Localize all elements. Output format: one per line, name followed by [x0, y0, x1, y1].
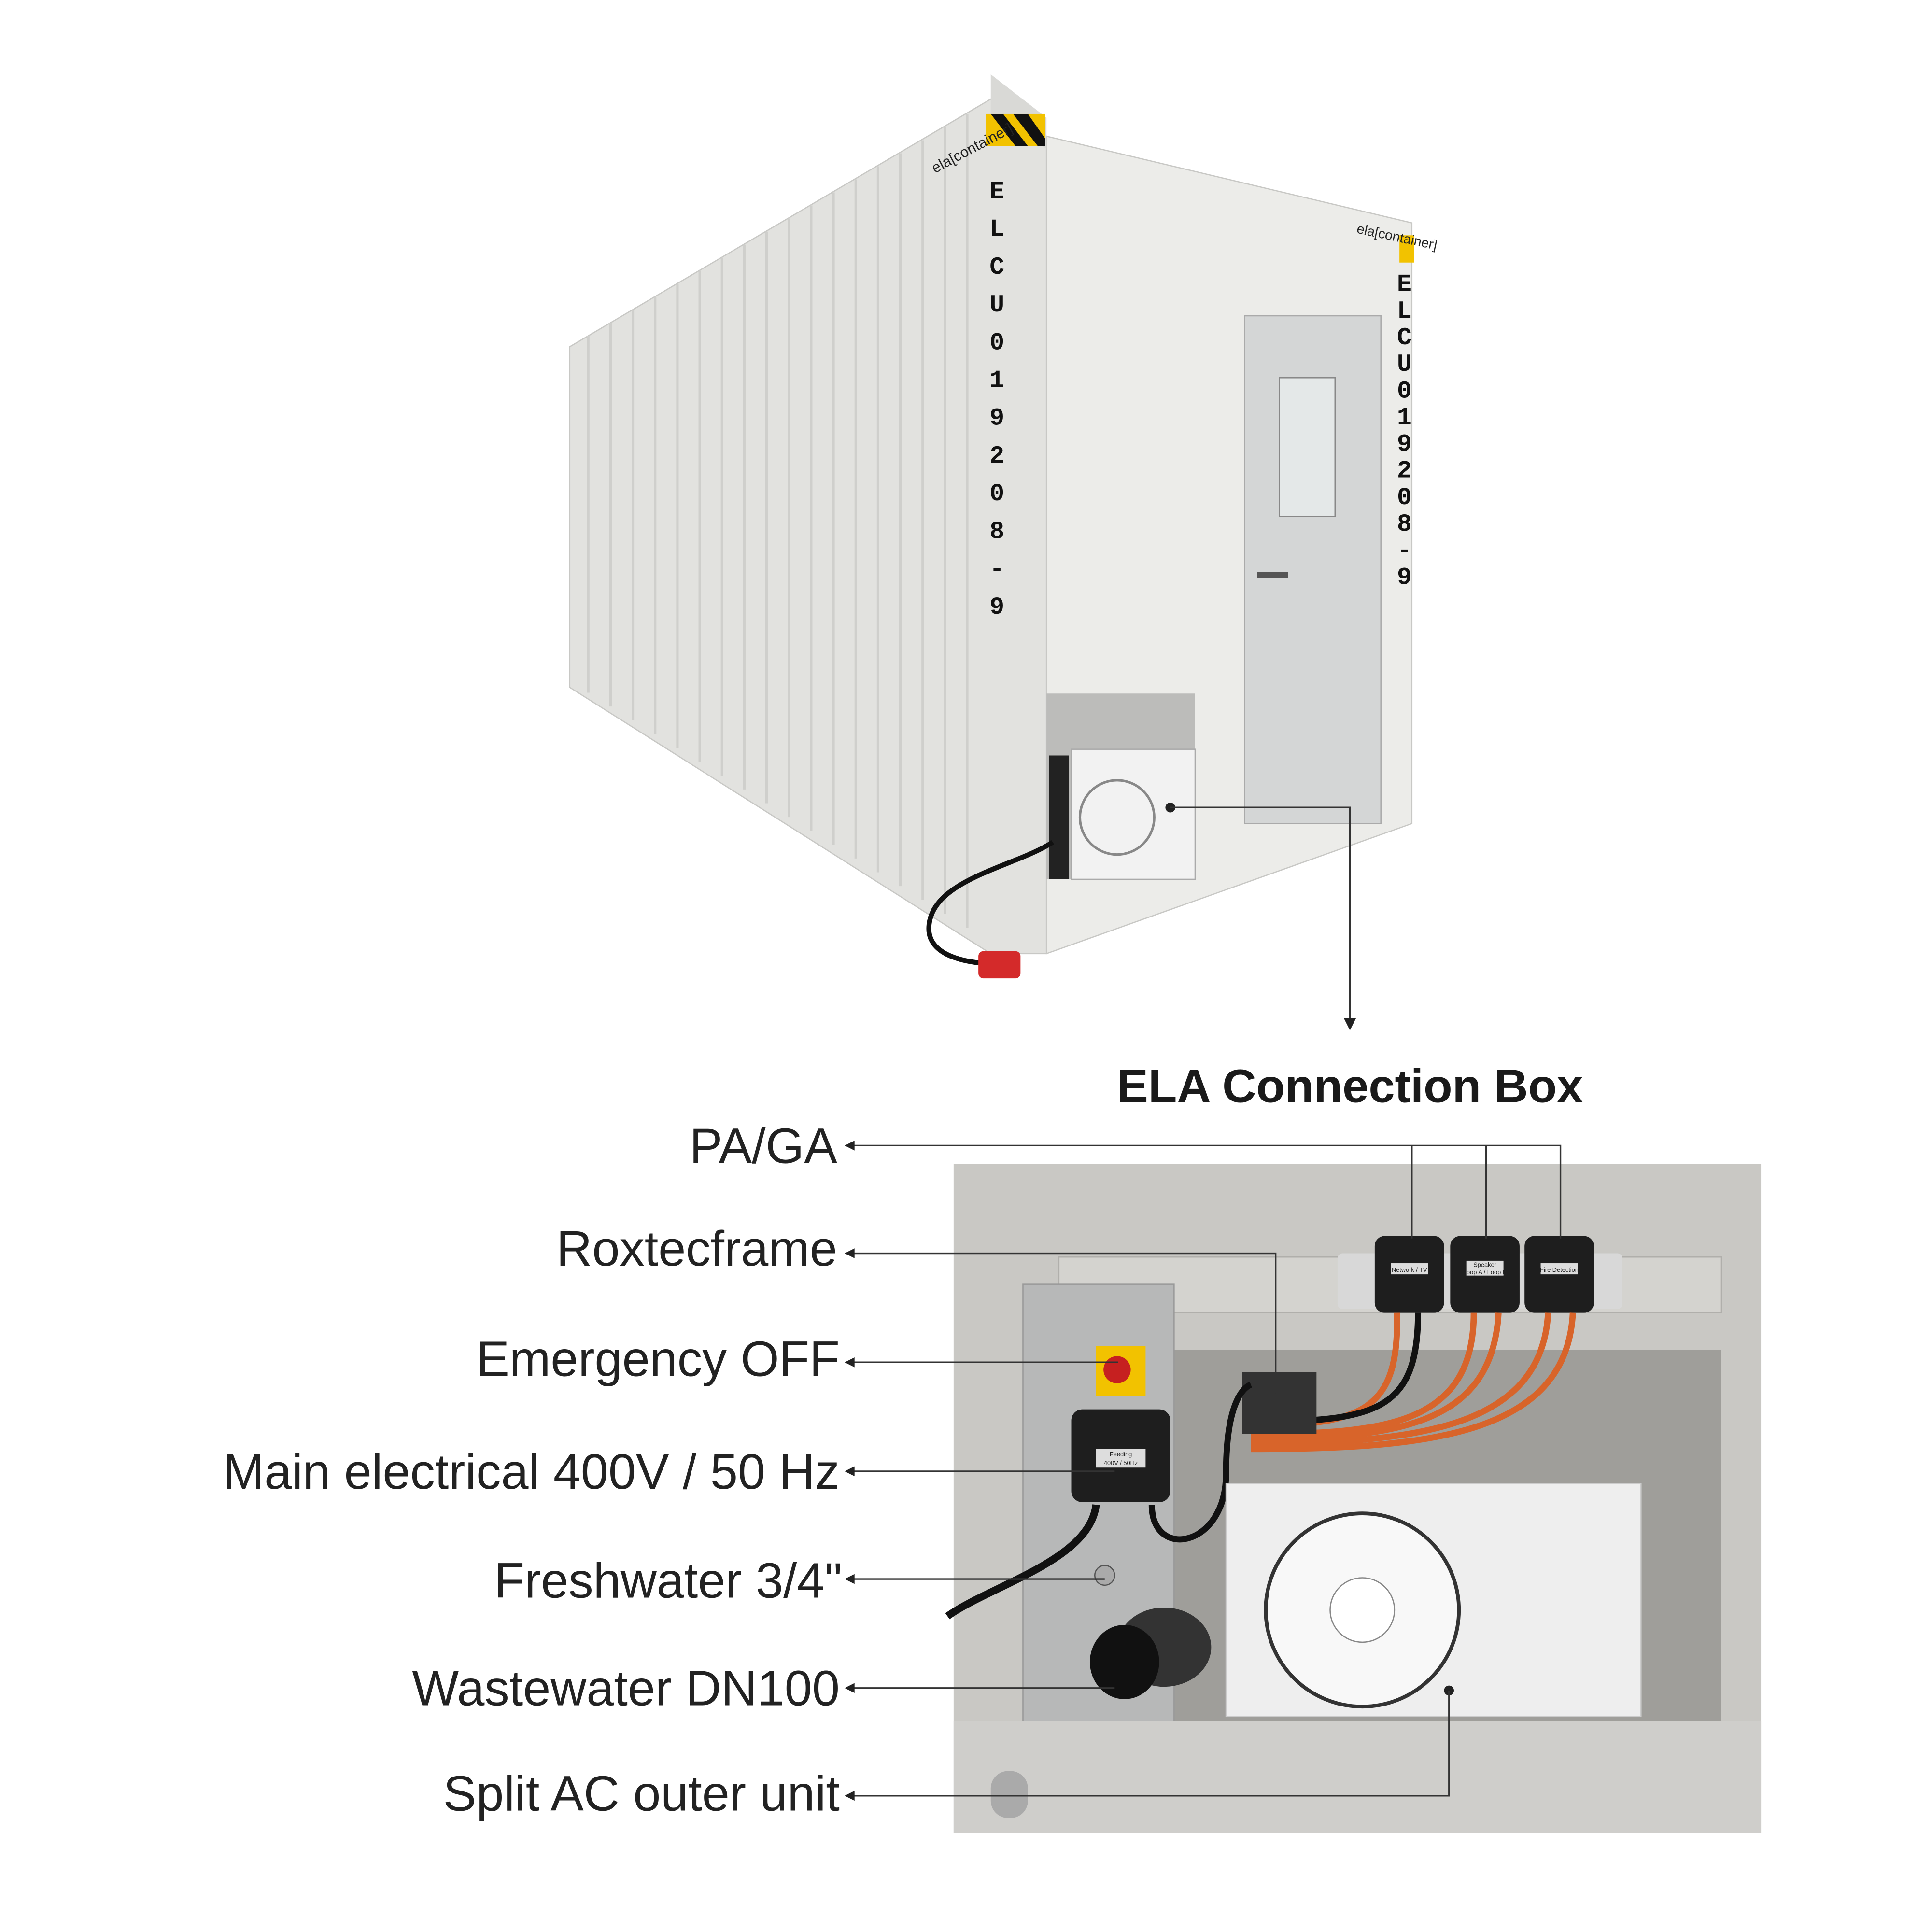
id-code-char-front: L	[1397, 297, 1412, 325]
id-code-char: 0	[989, 480, 1004, 508]
svg-text:Loop A / Loop B: Loop A / Loop B	[1463, 1269, 1507, 1276]
callout-split-ac: Split AC outer unit	[443, 1766, 840, 1821]
svg-text:Speaker: Speaker	[1473, 1261, 1496, 1269]
callouts: PA/GA Roxtecframe Emergency OFF Main ele…	[223, 1118, 1562, 1821]
section-title: ELA Connection Box	[1117, 1060, 1583, 1113]
door-handle	[1257, 572, 1288, 578]
id-code-char-front: E	[1397, 271, 1412, 299]
arrowhead	[845, 1791, 855, 1801]
id-code-char-front: 2	[1397, 457, 1412, 485]
id-code-char: 1	[989, 367, 1004, 395]
id-code-char: 8	[989, 518, 1004, 546]
freshwater-connection	[1094, 1565, 1115, 1586]
id-code-char: U	[989, 291, 1004, 319]
power-cable	[926, 840, 1054, 966]
id-code-char-front: 0	[1397, 377, 1412, 405]
id-code-char-front: C	[1397, 324, 1412, 352]
callout-pa-ga: PA/GA	[690, 1118, 838, 1173]
fire-detection-connector: Fire Detection	[1524, 1236, 1594, 1313]
callout-emergency-off: Emergency OFF	[476, 1331, 839, 1386]
callout-main-electrical: Main electrical 400V / 50 Hz	[223, 1444, 840, 1499]
door-window	[1279, 377, 1336, 517]
id-code-char: 9	[989, 593, 1004, 621]
callout-wastewater: Wastewater DN100	[412, 1661, 840, 1716]
svg-text:Fire Detection: Fire Detection	[1540, 1266, 1579, 1273]
callout-freshwater: Freshwater 3/4"	[494, 1553, 842, 1608]
connection-box-photo: Network / TV Speaker Loop A / Loop B Fir…	[945, 1164, 1762, 1833]
id-code-char-front: 9	[1397, 564, 1412, 592]
id-code-char-front: 1	[1397, 404, 1412, 432]
id-code-char: 2	[989, 442, 1004, 470]
id-code-char: 0	[989, 329, 1004, 357]
cee-plug	[978, 951, 1021, 979]
arrowhead	[845, 1466, 855, 1477]
callout-roxtecframe: Roxtecframe	[556, 1221, 837, 1276]
id-code-char: -	[989, 556, 1004, 584]
id-code-char-front: 8	[1397, 510, 1412, 538]
id-code-char-front: 0	[1397, 484, 1412, 512]
arrowhead	[845, 1357, 855, 1368]
svg-text:Network / TV: Network / TV	[1392, 1266, 1427, 1273]
speaker-connector: Speaker Loop A / Loop B	[1450, 1236, 1520, 1313]
svg-text:400V / 50Hz: 400V / 50Hz	[1104, 1459, 1138, 1467]
id-code-char-front: U	[1397, 351, 1412, 379]
roxtec-frame	[1242, 1372, 1317, 1434]
id-code-char: 9	[989, 405, 1004, 433]
svg-text:Feeding: Feeding	[1110, 1451, 1132, 1458]
container-illustration: ela[container] ela[container] EELLCCUU00…	[569, 74, 1438, 1030]
ac-unit-small	[1071, 748, 1196, 880]
arrowhead	[845, 1248, 855, 1258]
id-code-char: C	[989, 254, 1004, 282]
arrowhead	[845, 1683, 855, 1693]
arrowhead	[845, 1574, 855, 1584]
wastewater-pipe	[1089, 1624, 1159, 1699]
id-code-char-front: -	[1397, 537, 1412, 565]
id-code-char: E	[989, 178, 1004, 206]
id-code-char-front: 9	[1397, 431, 1412, 459]
arrowhead	[845, 1141, 855, 1151]
network-tv-connector: Network / TV	[1374, 1236, 1444, 1313]
orange-cables	[1251, 1312, 1576, 1453]
id-code-char: L	[989, 216, 1004, 244]
